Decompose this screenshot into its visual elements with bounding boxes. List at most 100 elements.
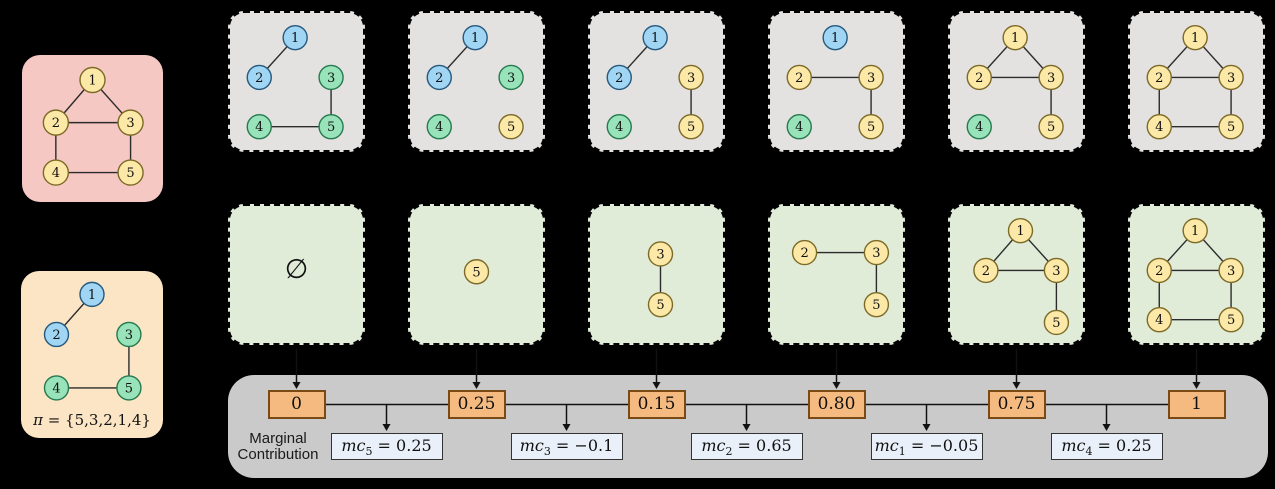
marginal-contribution-bar (228, 375, 1268, 478)
graph-node-3: 3 (318, 64, 344, 91)
coalition-value-box-5: 0.75 (987, 390, 1046, 419)
graph-node-1: 1 (79, 281, 105, 308)
empty-set-symbol: ∅ (284, 254, 309, 286)
svg-text:4: 4 (795, 120, 803, 135)
graph-node-2: 2 (973, 257, 999, 284)
label-line-2: Contribution (237, 446, 319, 463)
svg-text:4: 4 (1155, 313, 1163, 328)
svg-text:5: 5 (687, 120, 695, 135)
svg-text:1: 1 (471, 31, 479, 46)
mc-box-1: mc1 = −0.05 (870, 433, 983, 460)
graph-node-1: 1 (1007, 217, 1034, 244)
graph-node-3: 3 (116, 321, 142, 348)
label-line-1: Marginal (249, 430, 307, 447)
svg-text:3: 3 (126, 116, 134, 131)
graph-node-4: 4 (43, 375, 70, 401)
graph-node-5: 5 (1043, 309, 1070, 336)
svg-text:1: 1 (88, 288, 96, 303)
coalition-value-box-6: 1 (1167, 390, 1226, 419)
graph-node-1: 1 (642, 24, 668, 51)
graph-node-2: 2 (606, 64, 632, 91)
permutation-label: π = {5,3,2,1,4} (21, 411, 163, 429)
svg-text:5: 5 (1052, 316, 1060, 331)
graph-node-3: 3 (678, 64, 704, 91)
graph-node-2: 2 (1146, 257, 1172, 284)
svg-text:5: 5 (1227, 120, 1235, 135)
svg-text:4: 4 (52, 381, 60, 396)
pi-symbol: π (33, 411, 43, 429)
graph-node-4: 4 (1146, 307, 1172, 333)
coalition-value-box-1: 0 (267, 390, 326, 419)
coalition-value-box-3: 0.15 (627, 390, 686, 419)
graph-node-3: 3 (863, 239, 890, 266)
svg-text:2: 2 (982, 264, 990, 279)
graph-node-5: 5 (318, 114, 344, 140)
svg-text:5: 5 (327, 120, 335, 135)
graph-node-4: 4 (42, 159, 70, 186)
svg-text:1: 1 (831, 31, 839, 46)
svg-text:5: 5 (507, 120, 515, 135)
graph-node-3: 3 (1218, 64, 1244, 91)
graph-node-5: 5 (678, 114, 704, 140)
graph-node-4: 4 (786, 114, 812, 140)
svg-text:2: 2 (795, 71, 803, 86)
svg-text:4: 4 (975, 120, 983, 135)
svg-text:1: 1 (88, 73, 96, 88)
graph-node-2: 2 (246, 64, 272, 91)
svg-text:4: 4 (52, 166, 60, 181)
graph-node-3: 3 (1043, 257, 1070, 284)
graph-node-2: 2 (42, 109, 70, 136)
graph-node-3: 3 (647, 241, 674, 267)
graph-node-3: 3 (117, 109, 144, 136)
svg-text:4: 4 (1155, 120, 1163, 135)
coalition-value-box-2: 0.25 (447, 390, 506, 419)
svg-text:2: 2 (1155, 264, 1163, 279)
graph-svg: 5 (463, 259, 490, 285)
graph-node-5: 5 (1218, 307, 1244, 333)
svg-text:4: 4 (255, 120, 263, 135)
graph-node-5: 5 (1218, 114, 1244, 140)
mc-box-2: mc2 = 0.65 (690, 433, 803, 460)
svg-text:5: 5 (656, 298, 664, 313)
graph-svg: 35 (647, 241, 674, 318)
svg-text:2: 2 (52, 116, 60, 131)
svg-text:1: 1 (1191, 224, 1199, 239)
svg-text:1: 1 (1191, 31, 1199, 46)
svg-text:1: 1 (1016, 224, 1024, 239)
svg-text:5: 5 (126, 166, 134, 181)
svg-text:3: 3 (1227, 71, 1235, 86)
svg-text:2: 2 (255, 71, 263, 86)
graph-node-2: 2 (43, 321, 70, 348)
svg-text:4: 4 (435, 120, 443, 135)
svg-text:5: 5 (1227, 313, 1235, 328)
subgraph-panel-5: 1 2 3 5 (948, 204, 1085, 345)
svg-text:3: 3 (687, 71, 695, 86)
graph-node-4: 4 (966, 114, 992, 140)
svg-text:3: 3 (507, 71, 515, 86)
svg-text:5: 5 (1047, 120, 1055, 135)
graph-node-5: 5 (117, 159, 144, 186)
graph-node-3: 3 (498, 64, 524, 91)
graph-node-2: 2 (966, 64, 992, 91)
svg-text:5: 5 (872, 298, 880, 313)
svg-text:5: 5 (472, 265, 480, 280)
graph-node-1: 1 (822, 24, 848, 51)
subgraph-panel-2: 5 (408, 204, 545, 345)
svg-text:2: 2 (52, 328, 60, 343)
pi-equation: = {5,3,2,1,4} (42, 411, 151, 429)
graph-node-4: 4 (426, 114, 452, 140)
graph-node-4: 4 (606, 114, 632, 140)
subgraph-panel-1: ∅ (228, 204, 365, 345)
svg-text:2: 2 (435, 71, 443, 86)
graph-node-2: 2 (791, 239, 818, 266)
